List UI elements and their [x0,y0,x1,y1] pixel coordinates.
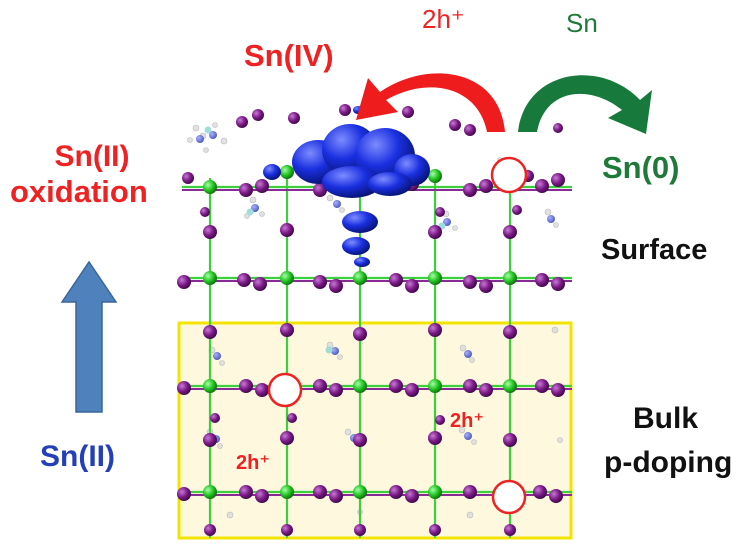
bulk-label: Bulk [633,402,699,435]
two-holes-bulk-right-label: 2h⁺ [450,410,484,432]
two-holes-top-label: 2h⁺ [422,4,465,34]
charge-density-blob [263,106,430,267]
sn-ii-label: Sn(II) [40,440,115,473]
vacancy-markers [267,156,528,515]
bulk-vacancy-left [267,372,303,408]
green-curved-arrow [518,75,652,134]
red-curved-arrow [356,73,505,132]
sn-ii-oxidation-label: Sn(II) [36,140,148,174]
oxidation-up-arrow [60,260,118,413]
sn-ii-oxidation-line1: Sn(II) [54,140,130,173]
two-holes-bulk-left-label: 2h⁺ [236,452,270,474]
sn-0-label: Sn(0) [602,150,680,185]
surface-vacancy [490,156,528,194]
oxidation-label: oxidation [10,174,148,209]
surface-label: Surface [601,234,708,266]
iodine-atoms [177,104,565,536]
sn-top-label: Sn [566,8,598,38]
p-doping-label: p-doping [604,446,733,479]
sn-iv-label: Sn(IV) [244,38,334,73]
tin-atoms [203,165,517,499]
bulk-vacancy-right [491,479,527,515]
